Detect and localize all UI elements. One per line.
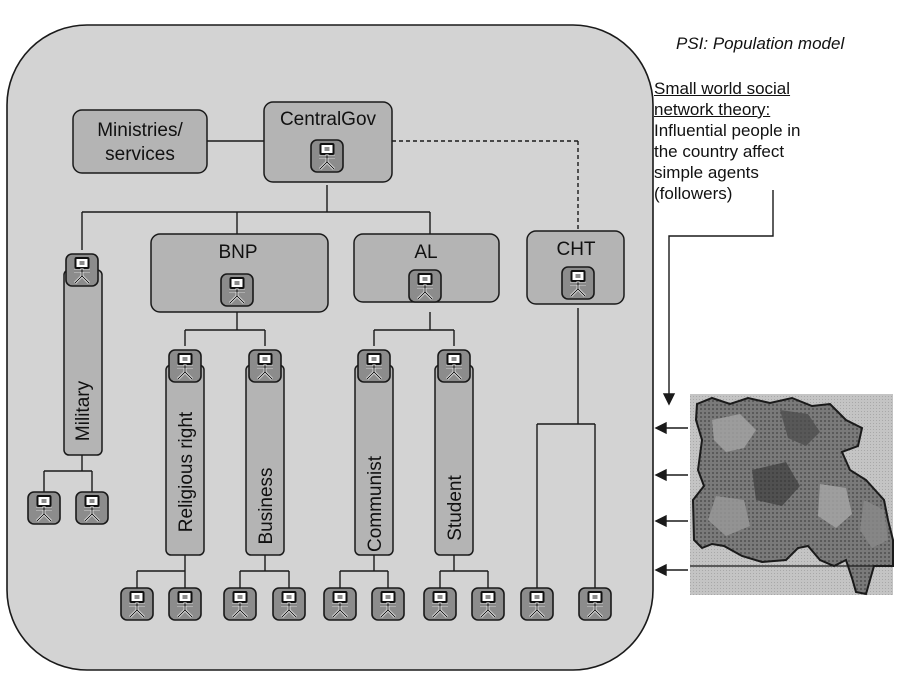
diagram-title: PSI: Population model <box>676 34 845 53</box>
religious-right-agent-icon <box>167 348 203 384</box>
bnp-label: BNP <box>218 242 257 263</box>
student-node: Student <box>434 348 474 556</box>
military-node: Military <box>63 252 103 456</box>
communist-follower-2-icon <box>370 586 406 622</box>
arrow-left-icon <box>654 468 667 482</box>
military-follower-2-icon <box>74 490 110 526</box>
cht-agent-icon <box>560 265 596 301</box>
ministries-services-node: Ministries/ services <box>72 109 208 174</box>
ministries-label-line2: services <box>105 144 175 165</box>
centralgov-label: CentralGov <box>280 109 377 130</box>
cht-follower-2-icon <box>577 586 613 622</box>
theory-body-line3: simple agents <box>654 163 759 182</box>
bnp-agent-icon <box>219 272 255 308</box>
cht-follower-1-icon <box>519 586 555 622</box>
business-follower-2-icon <box>271 586 307 622</box>
religious-follower-2-icon <box>167 586 203 622</box>
al-node: AL <box>353 233 500 304</box>
religious-right-node: Religious right <box>165 348 205 556</box>
theory-body-line4: (followers) <box>654 184 733 203</box>
theory-body-line1: Influential people in <box>654 121 801 140</box>
student-label: Student <box>445 475 466 541</box>
connector-lines <box>43 140 774 588</box>
communist-node: Communist <box>354 348 394 556</box>
student-follower-2-icon <box>470 586 506 622</box>
business-node: Business <box>245 348 285 556</box>
military-label: Military <box>73 380 94 441</box>
business-label: Business <box>256 467 277 544</box>
religious-follower-1-icon <box>119 586 155 622</box>
student-agent-icon <box>436 348 472 384</box>
student-follower-1-icon <box>422 586 458 622</box>
theory-note: Small world social network theory: Influ… <box>654 78 894 204</box>
theory-body-line2: the country affect <box>654 142 785 161</box>
arrow-left-icon <box>654 563 667 577</box>
population-map-image <box>690 394 894 596</box>
business-follower-1-icon <box>222 586 258 622</box>
communist-agent-icon <box>356 348 392 384</box>
business-agent-icon <box>247 348 283 384</box>
religious-right-label: Religious right <box>176 411 197 532</box>
arrow-down-icon <box>662 393 676 406</box>
cht-label: CHT <box>556 239 595 260</box>
al-label: AL <box>414 242 437 263</box>
centralgov-node: CentralGov <box>263 101 393 183</box>
arrow-left-icon <box>654 421 667 435</box>
arrow-left-icon <box>654 514 667 528</box>
cht-node: CHT <box>526 230 625 305</box>
bnp-node: BNP <box>150 233 329 313</box>
theory-heading-line1: Small world social <box>654 79 791 98</box>
military-agent-icon <box>64 252 100 288</box>
theory-heading-line2: network theory: <box>654 100 771 119</box>
arrows <box>654 393 688 577</box>
communist-label: Communist <box>365 455 386 552</box>
communist-follower-1-icon <box>322 586 358 622</box>
military-follower-1-icon <box>26 490 62 526</box>
al-agent-icon <box>407 268 443 304</box>
ministries-label-line1: Ministries/ <box>97 120 183 141</box>
centralgov-agent-icon <box>309 138 345 174</box>
